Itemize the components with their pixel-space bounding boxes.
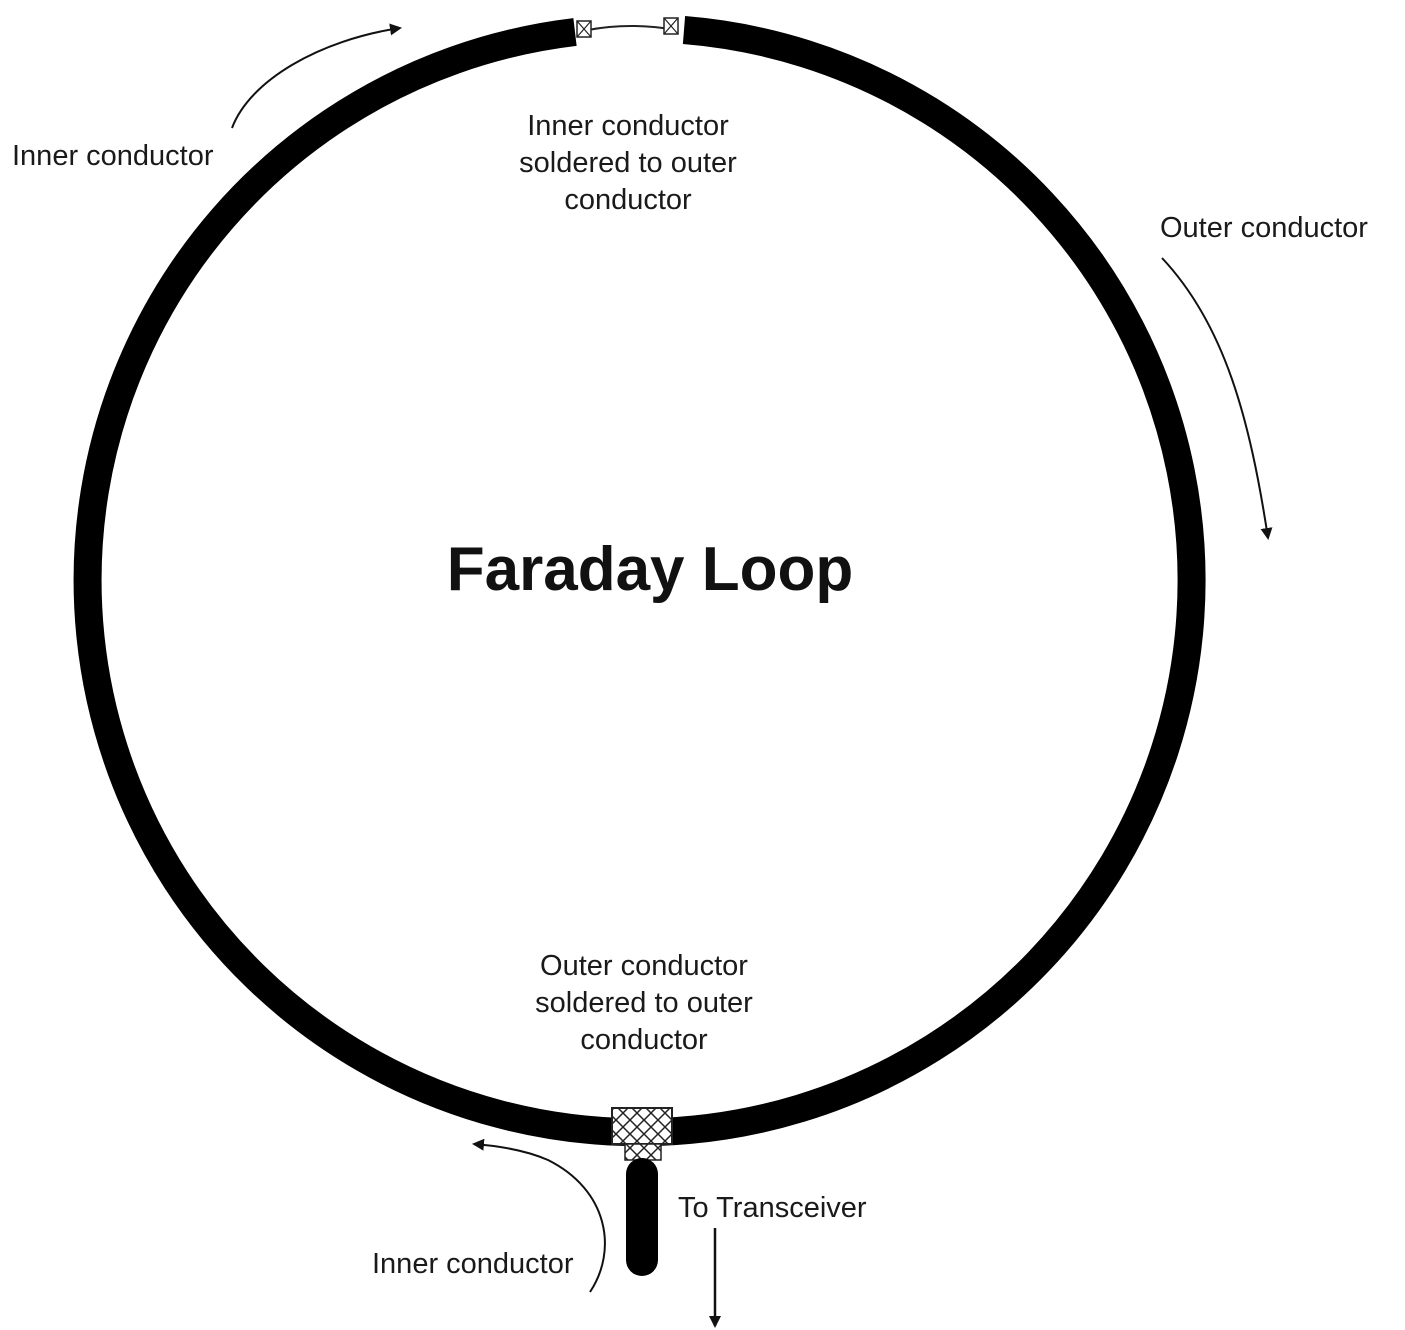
feed-connector [624, 1143, 662, 1161]
label-top-junction-line-1: Inner conductor [527, 110, 729, 142]
arrow-outer-conductor-right [1161, 257, 1273, 540]
feed-cable [626, 1158, 658, 1276]
label-inner-conductor-top: Inner conductor [12, 140, 214, 172]
label-bottom-junction: Outer conductor soldered to outer conduc… [494, 948, 794, 1059]
label-bottom-junction-line-3: conductor [580, 1024, 708, 1056]
label-outer-conductor-right: Outer conductor [1160, 212, 1368, 244]
braided-junction [611, 1107, 673, 1145]
label-top-junction-line-2: soldered to outer [519, 147, 737, 179]
label-to-transceiver: To Transceiver [678, 1192, 867, 1224]
left-cable-end-mesh [576, 20, 592, 38]
right-cable-end-mesh [663, 17, 679, 35]
label-inner-conductor-bottom: Inner conductor [372, 1248, 574, 1280]
label-bottom-junction-line-2: soldered to outer [535, 987, 753, 1019]
label-top-junction: Inner conductor soldered to outer conduc… [478, 108, 778, 219]
label-top-junction-line-3: conductor [564, 184, 692, 216]
label-bottom-junction-line-1: Outer conductor [540, 950, 748, 982]
arrow-inner-conductor-top [231, 23, 402, 129]
diagram-title: Faraday Loop [446, 535, 854, 604]
inner-conductor-bridge [587, 25, 677, 31]
arrow-inner-conductor-bottom [472, 1138, 606, 1293]
